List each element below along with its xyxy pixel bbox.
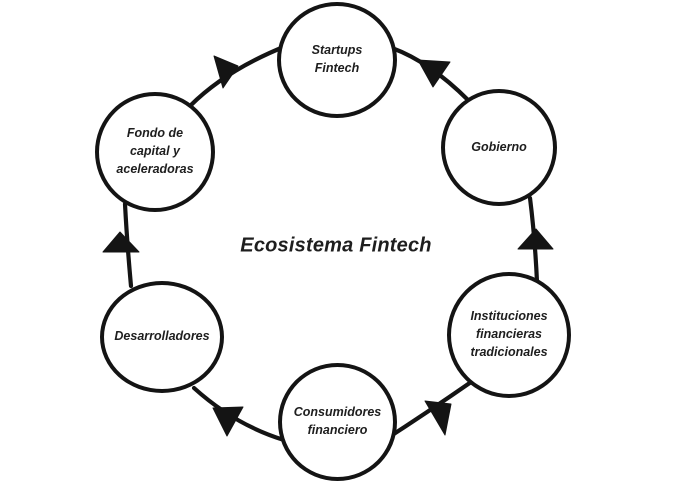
node-gobierno: Gobierno — [441, 89, 557, 206]
arrowhead-bottom-right — [424, 400, 452, 436]
node-label-instituciones: Instituciones financieras tradicionales — [470, 309, 548, 359]
node-label-startups-fintech: Startups Fintech — [311, 43, 363, 75]
arrowhead-left — [102, 231, 140, 253]
node-startups-fintech: Startups Fintech — [277, 2, 397, 118]
connector-fondo-startups — [187, 43, 289, 109]
connector-consumidores-desarrolladores — [191, 385, 287, 443]
node-label-gobierno: Gobierno — [471, 139, 527, 154]
arrowhead-bottom-left — [212, 406, 244, 437]
node-desarrolladores: Desarrolladores — [100, 281, 224, 393]
arrowhead-upper-left — [213, 55, 239, 89]
node-instituciones-financieras-tradicionales: Instituciones financieras tradicionales — [447, 272, 571, 398]
node-label-consumidores: Consumidores financiero — [293, 405, 382, 437]
node-label-desarrolladores: Desarrolladores — [114, 329, 210, 344]
node-fondo-capital-aceleradoras: Fondo de capital y aceleradoras — [95, 92, 215, 212]
connector-instituciones-consumidores — [380, 377, 477, 444]
node-label-fondo: Fondo de capital y aceleradoras — [116, 126, 194, 176]
node-consumidores-financiero: Consumidores financiero — [278, 363, 397, 481]
arrowhead-right — [517, 228, 554, 250]
arrowhead-upper-right — [417, 59, 451, 88]
diagram-title: Ecosistema Fintech — [240, 234, 432, 257]
